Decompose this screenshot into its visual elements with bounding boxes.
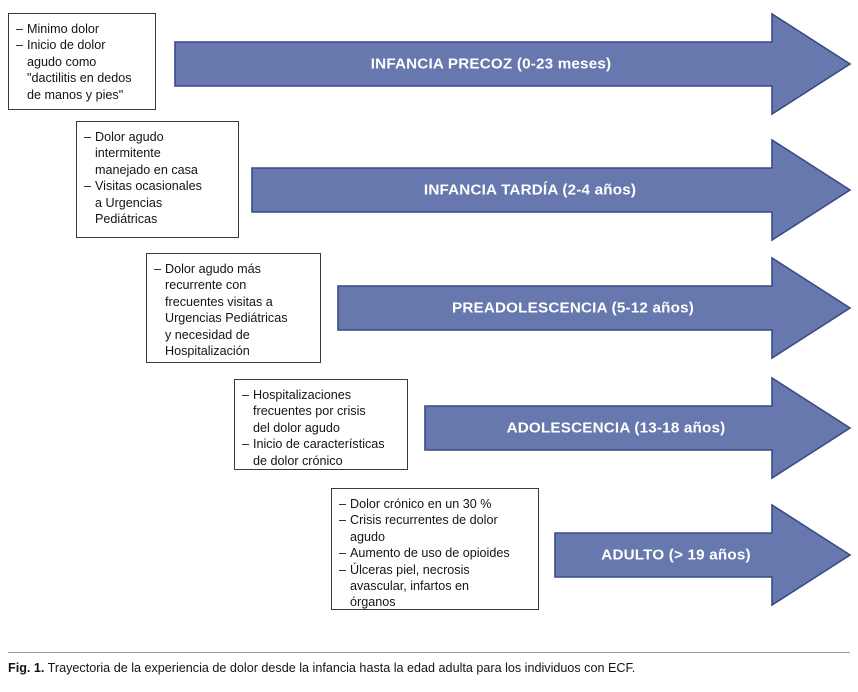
- note-box-preadolescencia: Dolor agudo más recurrente con frecuente…: [146, 253, 321, 363]
- note-item: Crisis recurrentes de dolor agudo: [339, 512, 530, 545]
- arrow-shape-icon: [337, 256, 852, 360]
- arrow-shape-icon: [251, 138, 852, 242]
- note-item: Visitas ocasionales a Urgencias Pediátri…: [84, 178, 230, 227]
- note-list: Minimo dolor Inicio de dolor agudo como …: [16, 21, 147, 103]
- note-item: Hospitalizaciones frecuentes por crisis …: [242, 387, 399, 436]
- note-box-infancia-precoz: Minimo dolor Inicio de dolor agudo como …: [8, 13, 156, 110]
- note-item: Dolor agudo intermitente manejado en cas…: [84, 129, 230, 178]
- note-item: Dolor agudo más recurrente con frecuente…: [154, 261, 312, 359]
- note-box-adulto: Dolor crónico en un 30 % Crisis recurren…: [331, 488, 539, 610]
- caption-divider: [8, 652, 850, 654]
- stage-arrow-infancia-tardia: [251, 138, 852, 242]
- note-list: Hospitalizaciones frecuentes por crisis …: [242, 387, 399, 469]
- figure-diagram: Minimo dolor Inicio de dolor agudo como …: [0, 0, 858, 630]
- arrow-shape-icon: [424, 376, 852, 480]
- note-item: Úlceras piel, necrosis avascular, infart…: [339, 562, 530, 611]
- note-item: Inicio de dolor agudo como "dactilitis e…: [16, 37, 147, 103]
- note-item: Aumento de uso de opioides: [339, 545, 530, 562]
- stage-arrow-infancia-precoz: [174, 12, 852, 116]
- stage-arrow-preadolescencia: [337, 256, 852, 360]
- note-box-infancia-tardia: Dolor agudo intermitente manejado en cas…: [76, 121, 239, 238]
- note-box-adolescencia: Hospitalizaciones frecuentes por crisis …: [234, 379, 408, 470]
- note-list: Dolor agudo más recurrente con frecuente…: [154, 261, 312, 359]
- stage-arrow-adulto: [554, 503, 852, 607]
- note-item: Inicio de características de dolor cróni…: [242, 436, 399, 469]
- caption-label: Fig. 1.: [8, 661, 45, 675]
- figure-caption: Fig. 1. Trayectoria de la experiencia de…: [8, 660, 853, 677]
- arrow-shape-icon: [554, 503, 852, 607]
- note-item: Minimo dolor: [16, 21, 147, 38]
- note-list: Dolor agudo intermitente manejado en cas…: [84, 129, 230, 227]
- note-item: Dolor crónico en un 30 %: [339, 496, 530, 513]
- caption-text: Trayectoria de la experiencia de dolor d…: [47, 661, 636, 675]
- note-list: Dolor crónico en un 30 % Crisis recurren…: [339, 496, 530, 611]
- arrow-shape-icon: [174, 12, 852, 116]
- stage-arrow-adolescencia: [424, 376, 852, 480]
